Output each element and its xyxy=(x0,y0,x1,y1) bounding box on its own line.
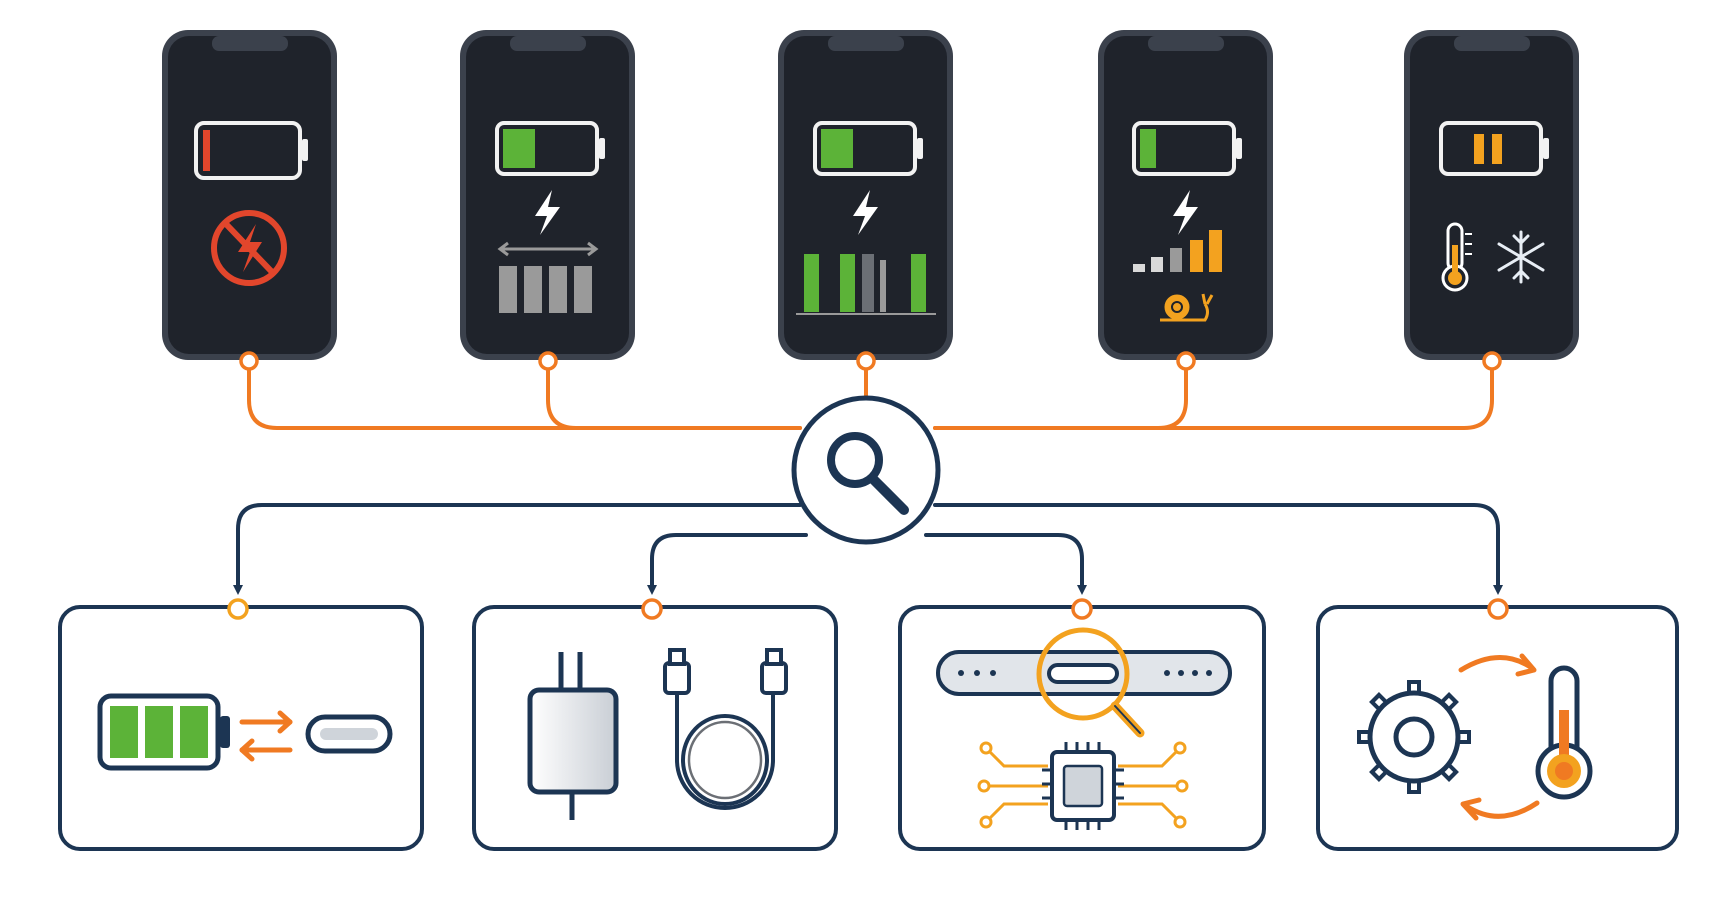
phone-5 xyxy=(1404,30,1579,371)
power-adapter-icon xyxy=(527,652,619,820)
rising-bars xyxy=(1133,230,1222,272)
connector-category-2 xyxy=(647,533,808,595)
gear-icon xyxy=(1357,680,1471,794)
chip-icon xyxy=(977,741,1189,830)
range-arrow-icon xyxy=(497,241,599,257)
battery-icon xyxy=(1439,121,1549,176)
charging-port-icon xyxy=(1047,663,1119,684)
battery-icon xyxy=(813,121,923,176)
connector-category-1 xyxy=(233,503,802,595)
battery-icon xyxy=(97,693,230,771)
intermittent-bars xyxy=(796,254,936,315)
phone-4 xyxy=(1098,30,1273,371)
category-adapter-cable xyxy=(472,598,838,851)
phone-connectors xyxy=(247,360,1494,430)
connector-phone-1 xyxy=(247,360,802,430)
category-connectors xyxy=(233,503,1503,595)
usb-cable-icon xyxy=(663,648,788,810)
connector-category-4 xyxy=(933,503,1503,595)
category-port-inspection xyxy=(898,598,1266,851)
snowflake-icon xyxy=(1497,230,1545,284)
swap-arrows-icon xyxy=(239,710,293,762)
connector-phone-5 xyxy=(933,360,1494,430)
no-charging-icon xyxy=(211,210,287,286)
connector-phone-2 xyxy=(546,360,802,430)
connector-phone-4 xyxy=(933,360,1188,430)
lightning-icon xyxy=(1173,190,1198,235)
connector-category-3 xyxy=(924,533,1087,595)
category-settings-temperature xyxy=(1316,598,1679,851)
lightning-icon xyxy=(535,190,560,235)
magnifier-icon xyxy=(827,432,909,515)
phone-2 xyxy=(460,30,635,371)
category-battery-port xyxy=(58,598,424,851)
battery-icon xyxy=(194,121,308,180)
battery-icon xyxy=(495,121,605,176)
phone-1 xyxy=(162,30,337,371)
signal-bars xyxy=(499,266,592,313)
diagnosis-hub xyxy=(791,395,941,545)
lightning-icon xyxy=(853,190,878,235)
phone-3 xyxy=(778,30,953,371)
thermometer-icon xyxy=(1441,222,1472,292)
usb-c-port-icon xyxy=(305,714,393,754)
cycle-arrows-icon xyxy=(1458,653,1540,821)
magnifier-icon xyxy=(1036,627,1145,738)
thermometer-icon xyxy=(1535,665,1593,800)
snail-icon xyxy=(1160,293,1214,322)
battery-icon xyxy=(1132,121,1242,176)
